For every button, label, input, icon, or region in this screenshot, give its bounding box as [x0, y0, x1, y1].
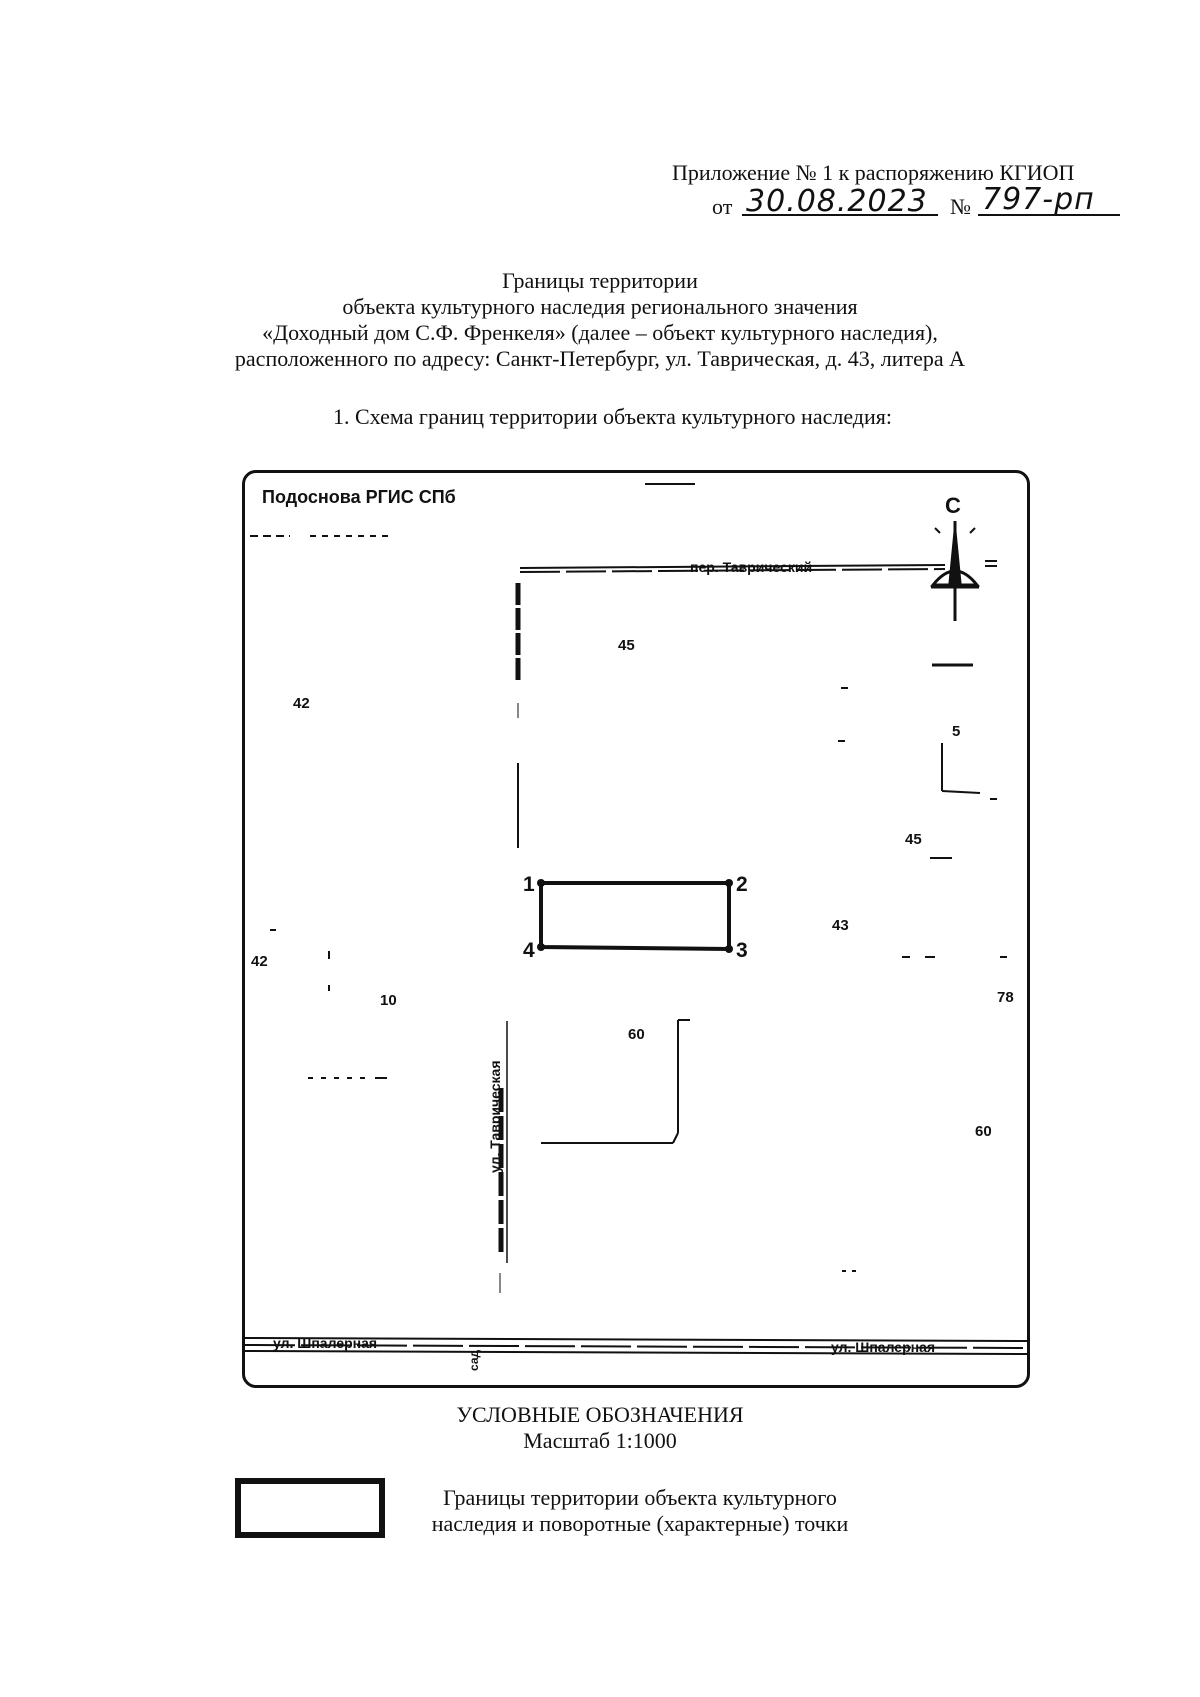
street-label-ul-shpalernaya-left: ул. Шпалерная — [273, 1335, 378, 1351]
section-heading: 1. Схема границ территории объекта культ… — [333, 404, 893, 429]
building-number: 5 — [952, 723, 961, 740]
street-label-ul-shpalernaya-right: ул. Шпалерная — [831, 1339, 936, 1355]
street-label-ul-tavricheskaya: ул. Таврическая — [487, 1060, 503, 1173]
building-number: 78 — [997, 989, 1014, 1006]
appendix-line: Приложение № 1 к распоряжению КГИОП — [672, 160, 1075, 185]
legend-boundary-symbol — [235, 1478, 385, 1538]
handwritten-date: 30.08.2023 — [746, 184, 928, 219]
legend-item-text-line-1: Границы территории объекта культурного — [443, 1485, 837, 1510]
date-label: от — [712, 194, 733, 219]
street-label-per-tavricheskiy: пер. Таврический — [690, 559, 813, 575]
compass-north-letter: С — [945, 493, 961, 518]
building-number: 10 — [380, 992, 397, 1009]
building-number: 45 — [905, 831, 922, 848]
street-label-small: сад — [467, 1349, 481, 1371]
title-line-3: «Доходный дом С.Ф. Френкеля» (далее – об… — [262, 320, 938, 345]
title-line-2: объекта культурного наследия регионально… — [342, 294, 858, 319]
building-number: 45 — [618, 637, 635, 654]
handwritten-number: 797-рп — [982, 182, 1095, 217]
legend-title: УСЛОВНЫЕ ОБОЗНАЧЕНИЯ — [456, 1402, 744, 1427]
legend-item-text: Границы территории объекта культурного н… — [400, 1485, 880, 1537]
boundary-scheme-map: Подоснова РГИС СПб С 45 42 5 45 43 42 10… — [242, 470, 1030, 1388]
building-number: 42 — [293, 695, 310, 712]
title-line-4: расположенного по адресу: Санкт-Петербур… — [234, 346, 966, 371]
date-underline — [742, 184, 938, 216]
boundary-point-2: 2 — [736, 873, 748, 896]
number-underline — [978, 184, 1120, 216]
building-number: 60 — [628, 1026, 645, 1043]
building-number: 60 — [975, 1123, 992, 1140]
boundary-point-3: 3 — [736, 939, 748, 962]
map-drawing — [245, 483, 1027, 1355]
boundary-point-4: 4 — [523, 939, 535, 962]
legend-scale: Масштаб 1:1000 — [523, 1428, 677, 1453]
north-arrow-icon — [929, 520, 997, 621]
number-label: № — [950, 194, 971, 219]
building-number: 43 — [832, 917, 849, 934]
building-number: 42 — [251, 953, 268, 970]
legend-item-text-line-2: наследия и поворотные (характерные) точк… — [431, 1511, 849, 1536]
boundary-point-1: 1 — [523, 873, 535, 896]
base-map-label: Подоснова РГИС СПб — [262, 487, 456, 507]
title-line-1: Границы территории — [502, 268, 698, 293]
